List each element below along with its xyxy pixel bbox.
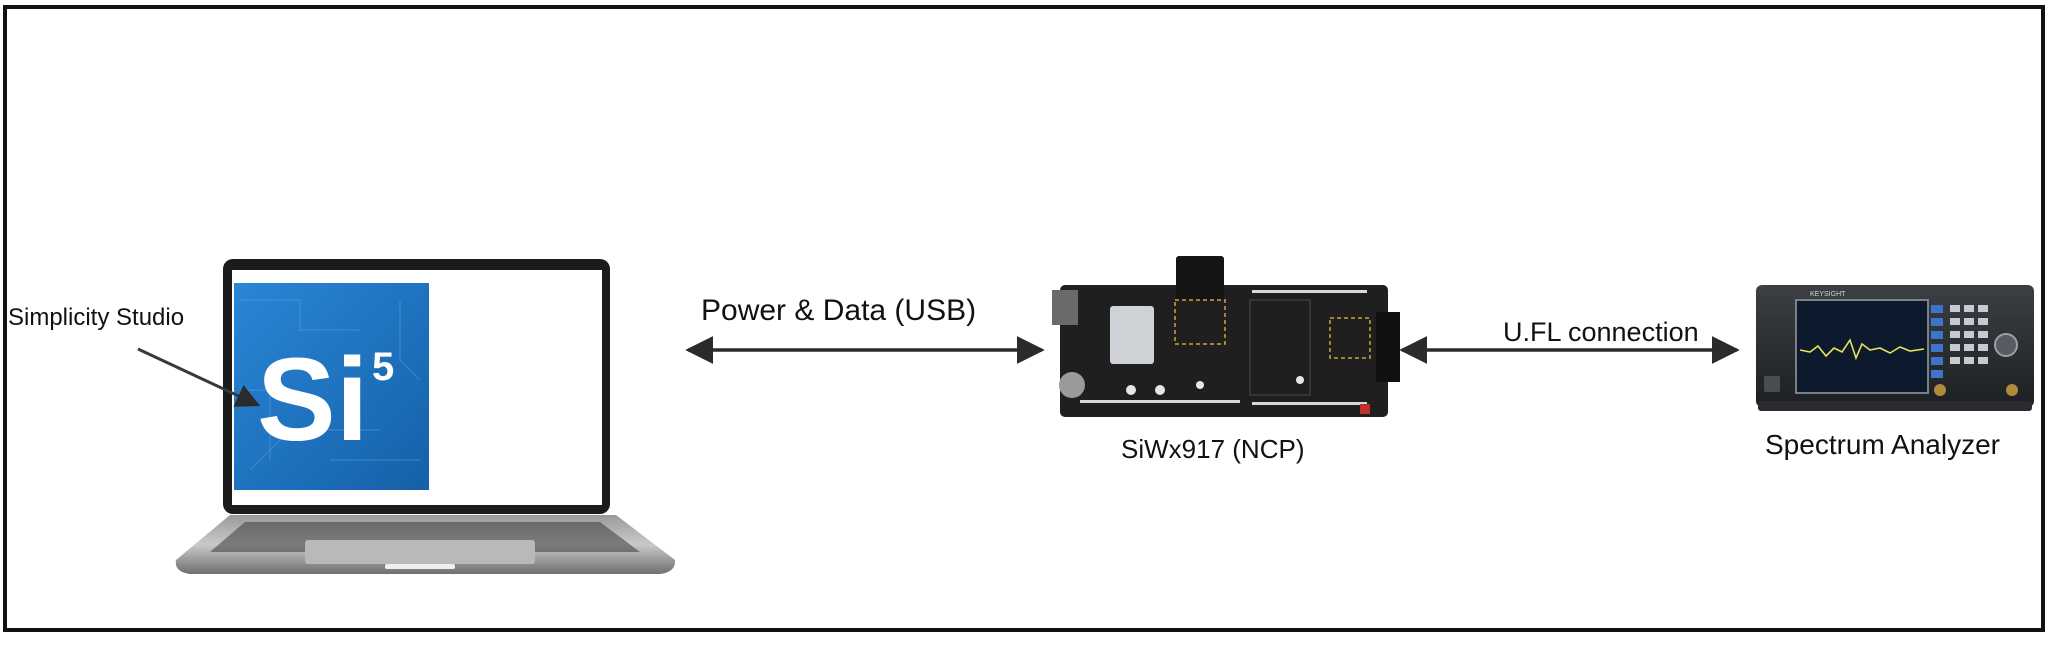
dev-board-icon (1052, 256, 1400, 417)
usb-link-label: Power & Data (USB) (701, 294, 977, 327)
device-label: SiWx917 (NCP) (1121, 434, 1305, 464)
logo-superscript: 5 (372, 345, 394, 389)
ufl-link-label: U.FL connection (1503, 317, 1699, 347)
spectrum-analyzer-label: Spectrum Analyzer (1765, 429, 2000, 460)
simplicity-studio-logo: Si 5 (234, 283, 429, 490)
studio-pointer-arrow (137, 347, 261, 407)
logo-si-text: Si (257, 334, 369, 466)
spectrum-analyzer-icon: KEYSIGHT (1756, 285, 2034, 411)
diagram-frame (3, 5, 2045, 632)
simplicity-studio-label: Simplicity Studio (8, 304, 185, 331)
analyzer-brand-text: KEYSIGHT (1810, 291, 1846, 298)
